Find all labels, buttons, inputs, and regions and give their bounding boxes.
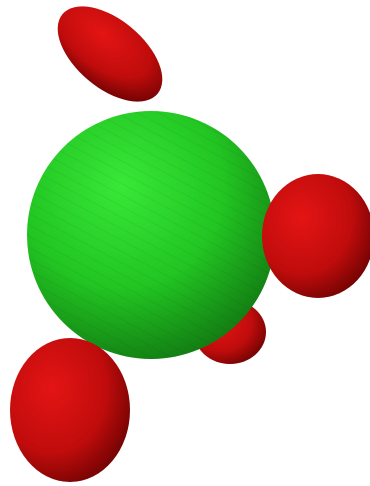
green-sphere-texture [27,111,275,359]
red-lobe-top [57,6,163,102]
red-lobe-right [262,174,370,298]
red-lobe-bottom-left [10,338,130,482]
